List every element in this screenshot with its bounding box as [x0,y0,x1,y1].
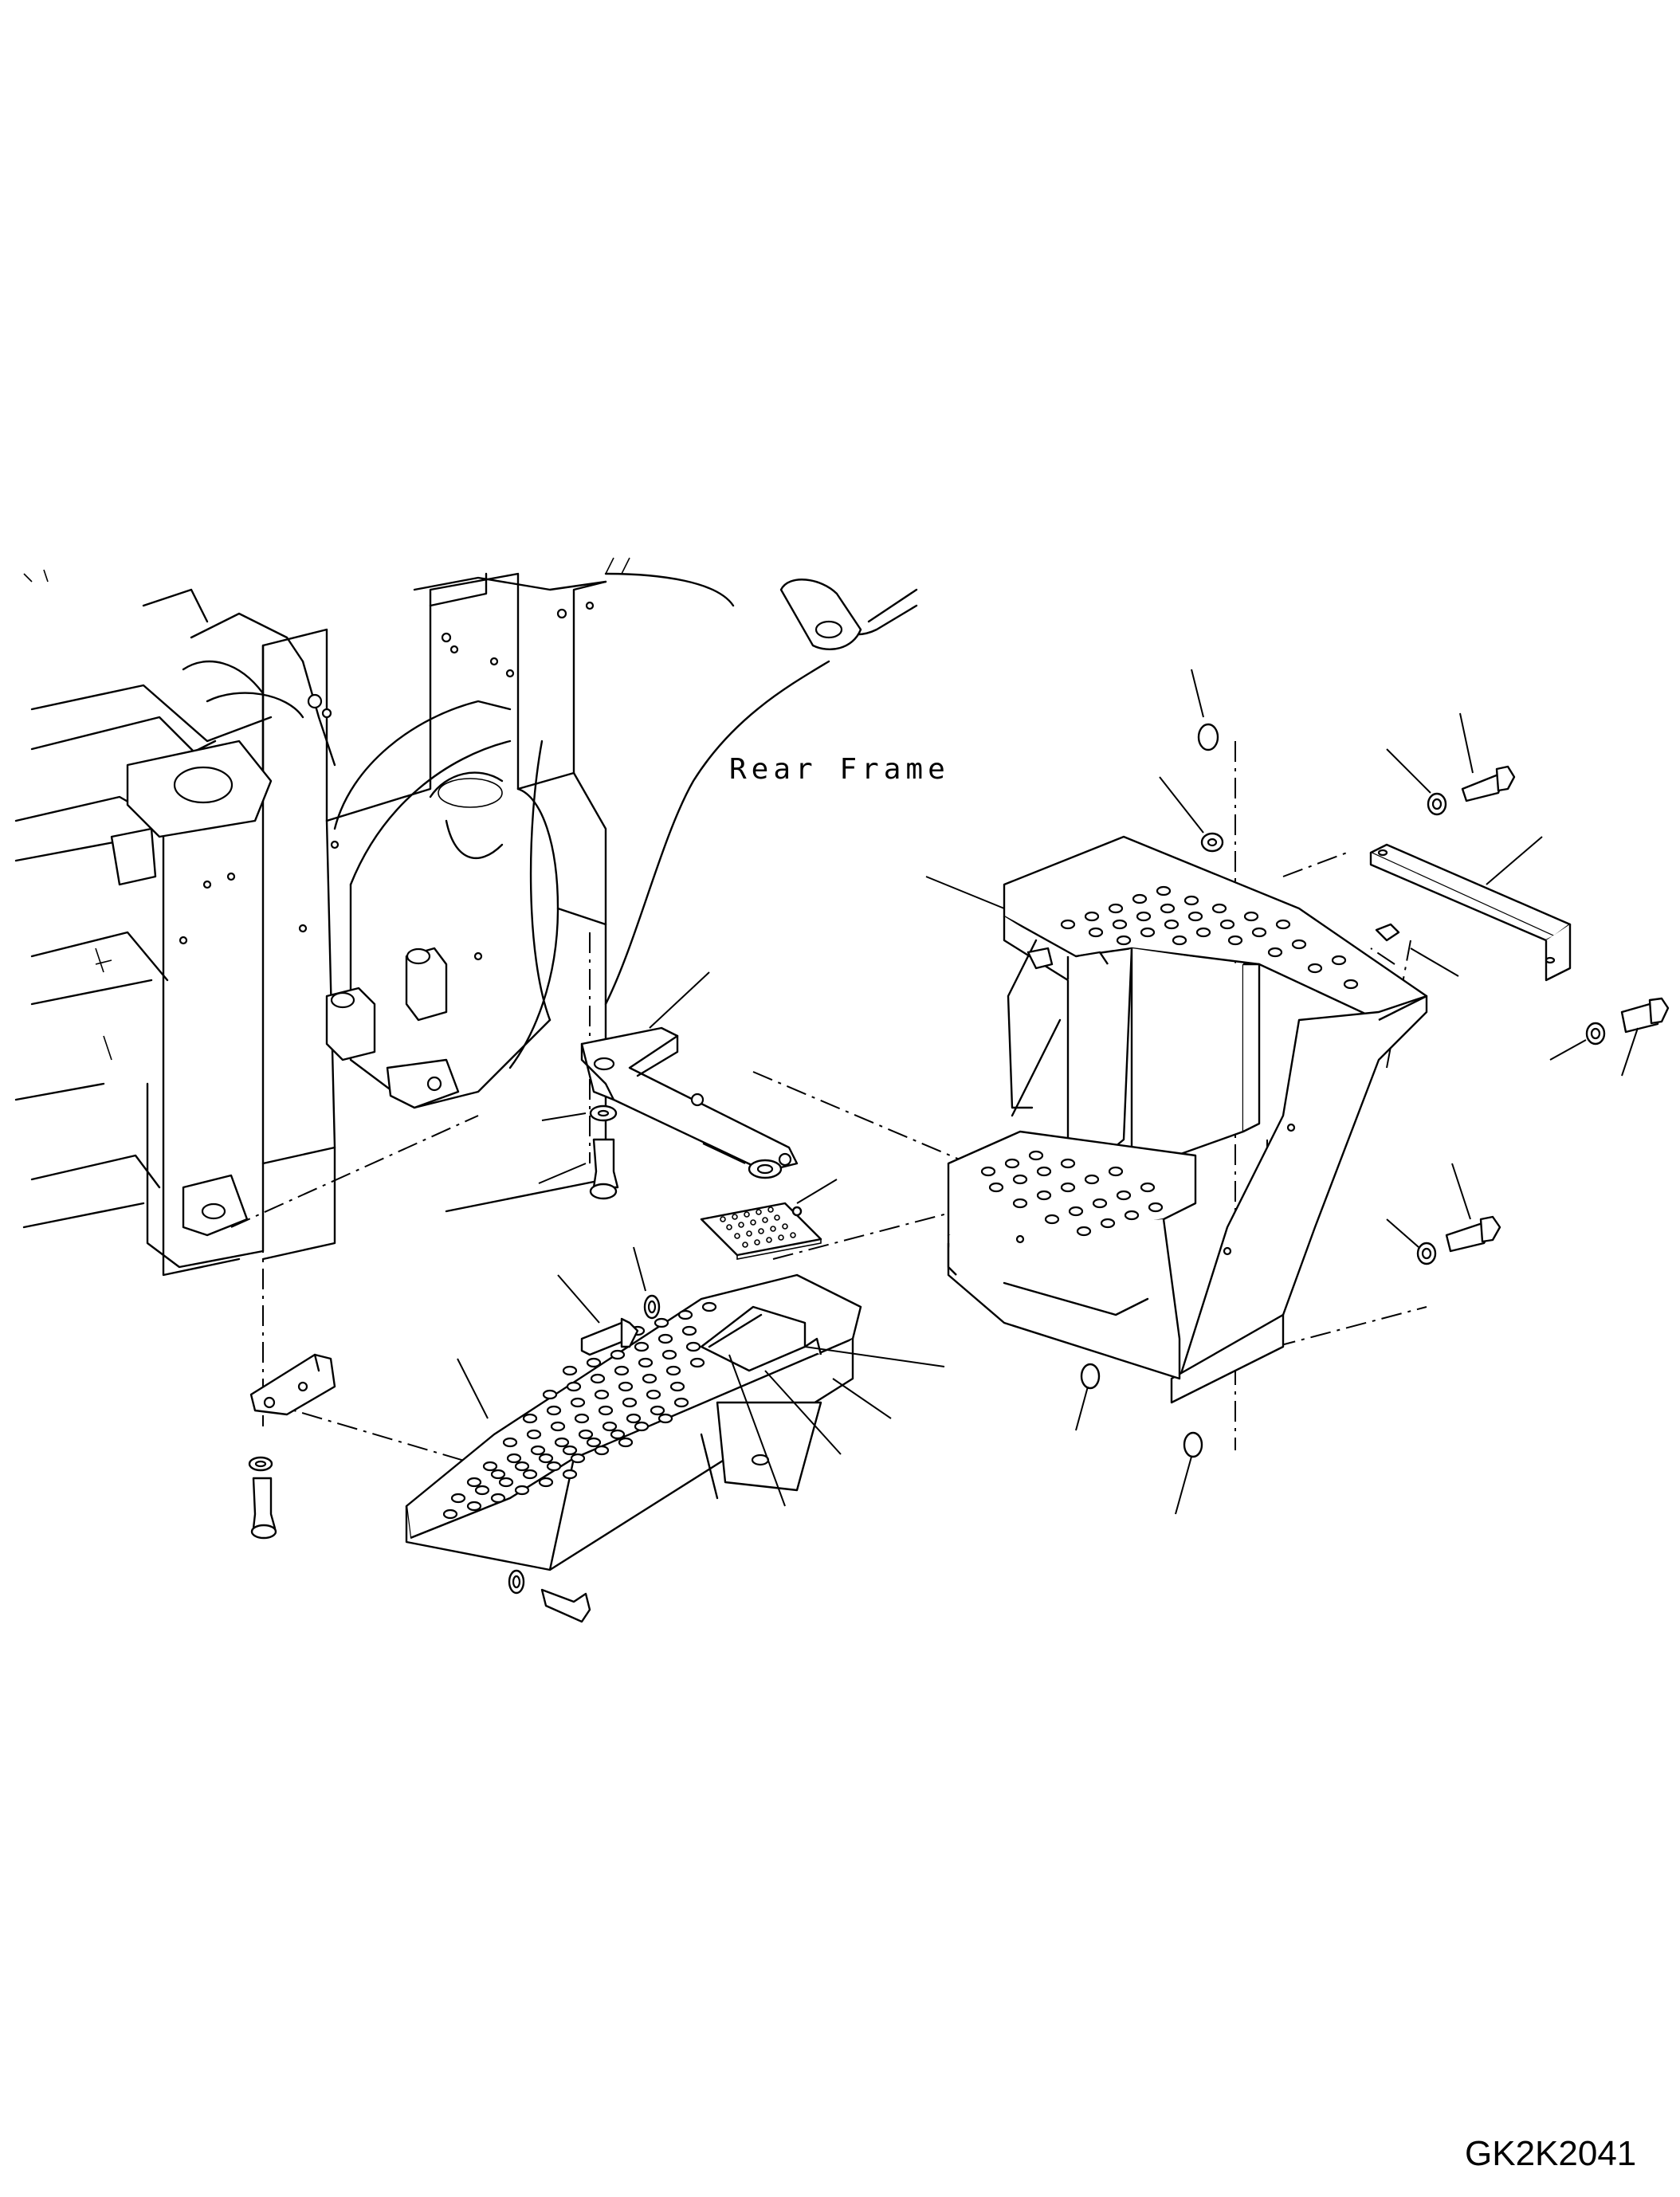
lower-step-fasteners [508,1294,661,1623]
angle-bracket [1369,843,1572,982]
lower-step [405,1273,862,1571]
upper-step-top-holes [1060,885,1359,990]
frame-bolts [179,601,595,961]
upper-step-lower-holes [980,1150,1164,1237]
bracket-fasteners [589,1104,783,1200]
right-fasteners [1080,723,1670,1458]
lower-step-holes [442,1301,717,1520]
drawing-code: GK2K2041 [1465,2134,1637,2173]
small-hinge [248,1353,336,1540]
perforated-plate [700,1202,822,1260]
upper-step-box [947,835,1428,1404]
bracket-arm [580,1026,799,1173]
small-screw [791,1206,803,1217]
rear-frame-label: Rear Frame [729,753,950,786]
rear-frame-outline [14,557,918,1277]
leader-lines [457,669,1639,1515]
